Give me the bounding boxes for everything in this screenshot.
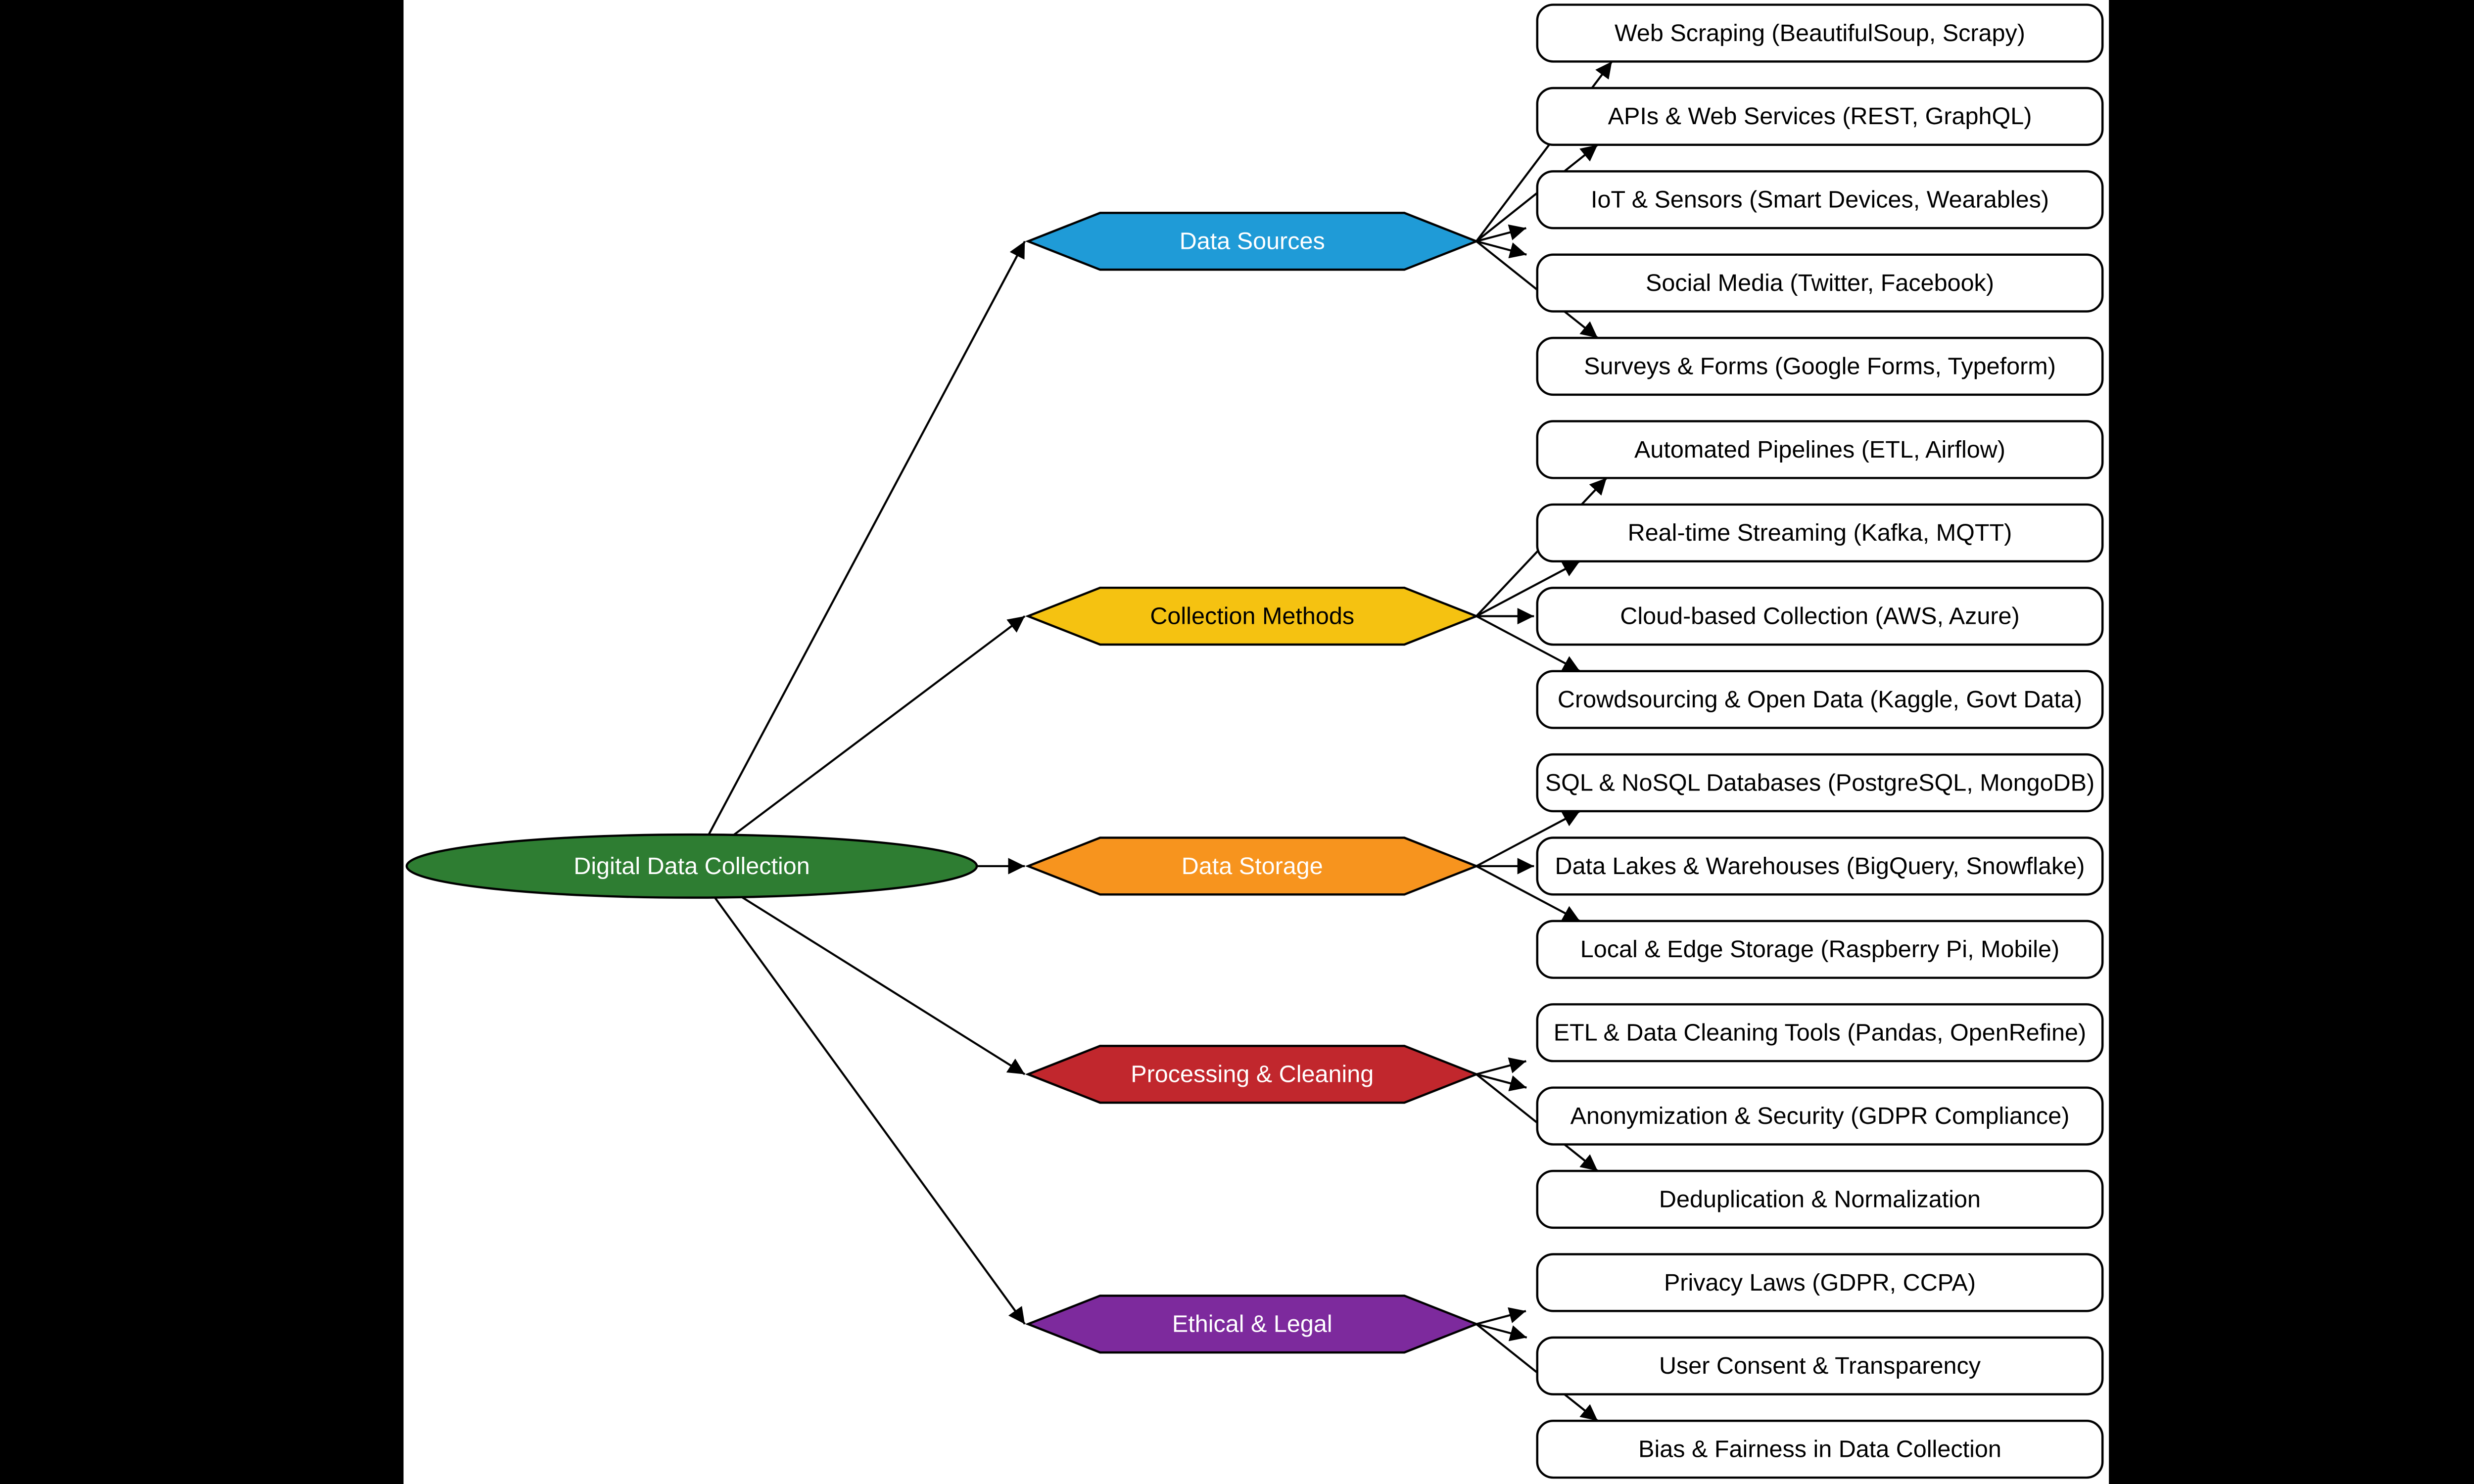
leaf-node-shape <box>1536 336 2104 396</box>
leaf-node: Web Scraping (BeautifulSoup, Scrapy) <box>1536 3 2104 63</box>
branch-node: Ethical & Legal <box>1025 1295 1479 1354</box>
edge-root-to-branch <box>733 615 1026 836</box>
leaf-node-label: Deduplication & Normalization <box>1659 1186 1981 1213</box>
leaf-node-label: User Consent & Transparency <box>1659 1352 1981 1379</box>
leaf-node: Crowdsourcing & Open Data (Kaggle, Govt … <box>1536 670 2104 729</box>
branch-node-shape <box>1025 586 1479 646</box>
branch-node-shape <box>1025 1295 1479 1354</box>
leaf-node-shape <box>1536 1003 2104 1063</box>
edge-branch-to-leaf <box>1475 560 1580 617</box>
leaf-node-label: Data Lakes & Warehouses (BigQuery, Snowf… <box>1555 853 2085 880</box>
branch-node: Collection Methods <box>1025 586 1479 646</box>
leaf-node: Real-time Streaming (Kafka, MQTT) <box>1536 503 2104 562</box>
edge-branch-to-leaf <box>1476 224 1526 242</box>
leaf-node-label: Crowdsourcing & Open Data (Kaggle, Govt … <box>1558 686 2082 713</box>
branch-node-label: Processing & Cleaning <box>1131 1061 1374 1088</box>
leaf-node-shape <box>1536 1336 2104 1395</box>
leaf-node-shape <box>1536 587 2104 646</box>
leaf-node-label: ETL & Data Cleaning Tools (Pandas, OpenR… <box>1554 1020 2086 1046</box>
leaf-node-label: SQL & NoSQL Databases (PostgreSQL, Mongo… <box>1545 770 2094 796</box>
edge-root-to-branch <box>741 896 1026 1075</box>
edge-branch-to-leaf <box>1476 1057 1526 1075</box>
leaf-node-label: Privacy Laws (GDPR, CCPA) <box>1664 1269 1976 1296</box>
branch-node: Data Sources <box>1025 212 1479 271</box>
leaf-node: Cloud-based Collection (AWS, Azure) <box>1536 587 2104 646</box>
leaf-node-label: Real-time Streaming (Kafka, MQTT) <box>1628 520 2012 547</box>
leaf-node-shape <box>1536 1420 2104 1479</box>
edges-layer <box>708 61 1613 1422</box>
branch-node-label: Data Sources <box>1180 228 1325 255</box>
leaf-node: IoT & Sensors (Smart Devices, Wearables) <box>1536 170 2104 230</box>
leaf-node: Surveys & Forms (Google Forms, Typeform) <box>1536 336 2104 396</box>
edge-branch-to-leaf <box>1475 615 1580 672</box>
leaf-node-label: Bias & Fairness in Data Collection <box>1638 1436 2001 1463</box>
branch-node-shape <box>1025 212 1479 271</box>
leaf-node: Anonymization & Security (GDPR Complianc… <box>1536 1086 2104 1146</box>
branch-node: Processing & Cleaning <box>1025 1045 1479 1104</box>
edge-root-to-branch <box>714 897 1026 1325</box>
edge-branch-to-leaf <box>1476 1307 1526 1325</box>
leaf-node-shape <box>1536 920 2104 979</box>
edge-root-to-branch <box>708 240 1026 835</box>
leaf-node: Privacy Laws (GDPR, CCPA) <box>1536 1253 2104 1312</box>
leaf-node-label: IoT & Sensors (Smart Devices, Wearables) <box>1591 186 2049 213</box>
nodes-layer: Digital Data Collection Data Sources Web S… <box>405 3 2104 1479</box>
edge-branch-to-leaf <box>1475 810 1580 867</box>
root-node-shape <box>405 833 978 899</box>
branch-node-label: Data Storage <box>1182 853 1323 880</box>
leaf-node-label: Automated Pipelines (ETL, Airflow) <box>1634 436 2005 463</box>
leaf-node-shape <box>1536 670 2104 729</box>
leaf-node: Local & Edge Storage (Raspberry Pi, Mobi… <box>1536 920 2104 979</box>
branch-node-shape <box>1025 836 1479 896</box>
leaf-node-shape <box>1536 1086 2104 1146</box>
leaf-node-label: Web Scraping (BeautifulSoup, Scrapy) <box>1615 20 2025 46</box>
edge-branch-to-leaf <box>1475 865 1580 922</box>
edge-branch-to-leaf <box>1476 1073 1527 1092</box>
leaf-node: Social Media (Twitter, Facebook) <box>1536 253 2104 313</box>
leaf-node-label: APIs & Web Services (REST, GraphQL) <box>1608 103 2032 130</box>
leaf-node-shape <box>1536 1253 2104 1312</box>
leaf-node-shape <box>1536 503 2104 562</box>
branch-node: Data Storage <box>1025 836 1479 896</box>
leaf-node-label: Cloud-based Collection (AWS, Azure) <box>1620 603 2019 630</box>
branch-node-label: Collection Methods <box>1150 603 1354 630</box>
leaf-node-shape <box>1536 170 2104 230</box>
leaf-node-shape <box>1536 836 2104 896</box>
leaf-node-shape <box>1536 753 2104 813</box>
leaf-node-shape <box>1536 420 2104 479</box>
edge-branch-to-leaf <box>1476 1323 1527 1342</box>
root-node-label: Digital Data Collection <box>573 853 809 880</box>
leaf-node: Deduplication & Normalization <box>1536 1169 2104 1229</box>
leaf-node-shape <box>1536 253 2104 313</box>
leaf-node-label: Anonymization & Security (GDPR Complianc… <box>1570 1103 2070 1129</box>
edge-branch-to-leaf <box>1476 240 1527 259</box>
leaf-node: APIs & Web Services (REST, GraphQL) <box>1536 87 2104 146</box>
leaf-node: Automated Pipelines (ETL, Airflow) <box>1536 420 2104 479</box>
leaf-node-label: Surveys & Forms (Google Forms, Typeform) <box>1584 353 2056 380</box>
leaf-node-label: Social Media (Twitter, Facebook) <box>1646 270 1994 296</box>
leaf-node: Bias & Fairness in Data Collection <box>1536 1420 2104 1479</box>
leaf-node: ETL & Data Cleaning Tools (Pandas, OpenR… <box>1536 1003 2104 1063</box>
leaf-node: User Consent & Transparency <box>1536 1336 2104 1395</box>
leaf-node-label: Local & Edge Storage (Raspberry Pi, Mobi… <box>1580 936 2059 963</box>
leaf-node: SQL & NoSQL Databases (PostgreSQL, Mongo… <box>1536 753 2104 813</box>
branch-node-label: Ethical & Legal <box>1172 1311 1332 1338</box>
leaf-node-shape <box>1536 1169 2104 1229</box>
root-node: Digital Data Collection <box>405 833 978 899</box>
leaf-node-shape <box>1536 3 2104 63</box>
leaf-node-shape <box>1536 87 2104 146</box>
branch-node-shape <box>1025 1045 1479 1104</box>
leaf-node: Data Lakes & Warehouses (BigQuery, Snowf… <box>1536 836 2104 896</box>
